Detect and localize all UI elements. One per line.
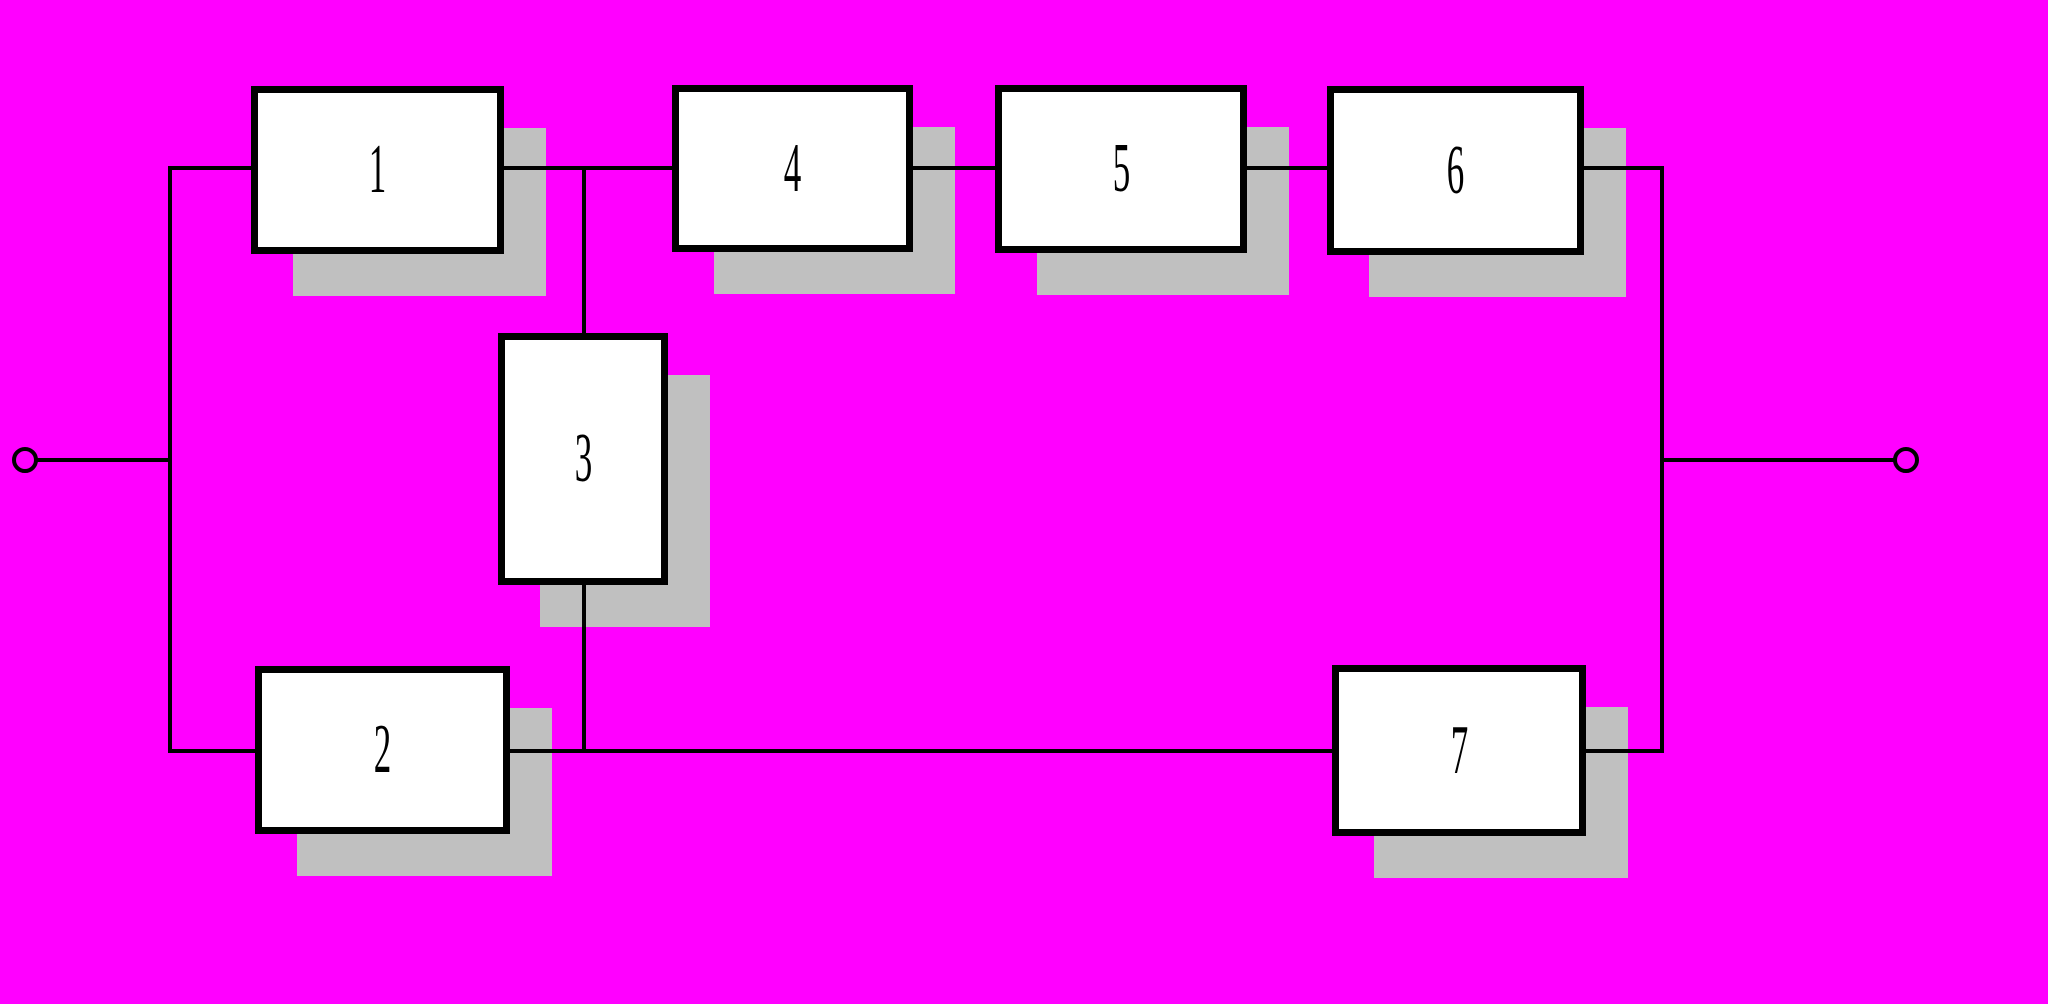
top-feed bbox=[168, 166, 255, 170]
block-1: 1 bbox=[251, 86, 504, 254]
block-6: 6 bbox=[1327, 86, 1584, 255]
block-5-label: 5 bbox=[1112, 130, 1130, 207]
block-6-label: 6 bbox=[1446, 131, 1465, 209]
block-3: 3 bbox=[498, 333, 668, 585]
link-2-7 bbox=[508, 749, 1334, 753]
input-line bbox=[36, 458, 172, 462]
link-5-6 bbox=[1245, 166, 1329, 170]
block-4-label: 4 bbox=[783, 129, 802, 207]
block-7-label: 7 bbox=[1450, 711, 1468, 789]
block-7: 7 bbox=[1332, 665, 1586, 836]
output-terminal bbox=[1893, 447, 1919, 473]
block-3-label: 3 bbox=[574, 420, 592, 497]
link-7-right bbox=[1584, 749, 1664, 753]
block-5: 5 bbox=[995, 85, 1247, 253]
drop-3-bottom bbox=[582, 583, 586, 753]
link-6-right bbox=[1582, 166, 1664, 170]
link-1-4 bbox=[502, 166, 674, 170]
input-terminal bbox=[12, 447, 38, 473]
bottom-feed bbox=[168, 749, 257, 753]
block-1-label: 1 bbox=[368, 131, 387, 208]
block-2-label: 2 bbox=[373, 711, 392, 788]
block-2: 2 bbox=[255, 666, 510, 834]
output-line bbox=[1660, 458, 1895, 462]
link-4-5 bbox=[911, 166, 997, 170]
drop-3-top bbox=[582, 166, 586, 335]
left-branch bbox=[168, 166, 172, 753]
block-4: 4 bbox=[672, 85, 913, 252]
